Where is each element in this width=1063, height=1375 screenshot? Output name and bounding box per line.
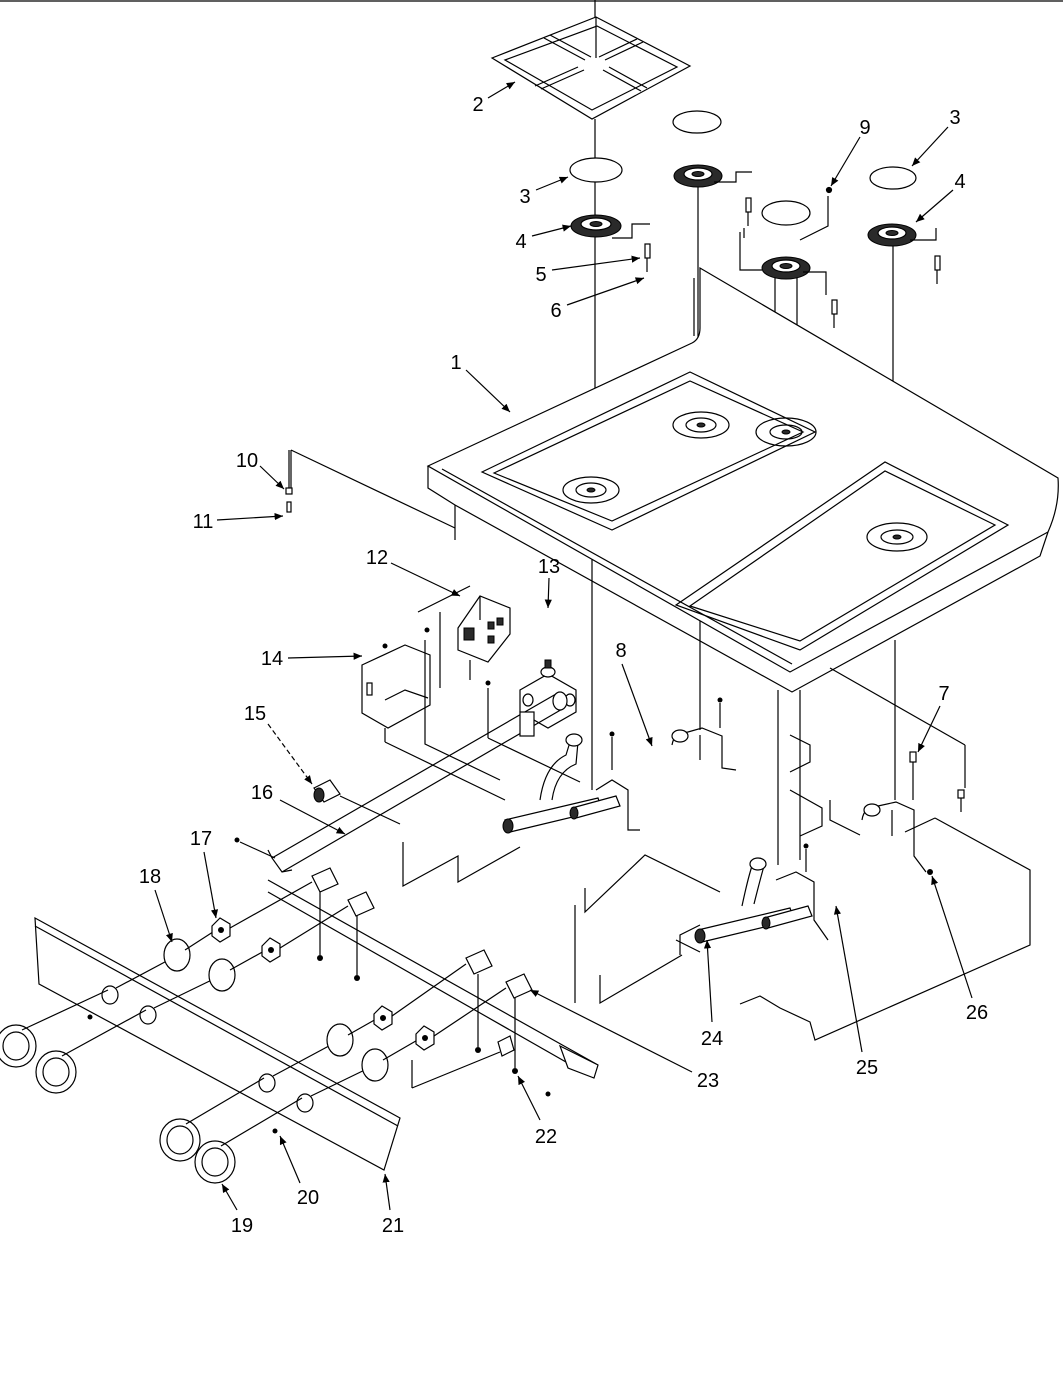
callout-14: 14: [261, 648, 283, 670]
rear-burner-bracket-left: [671, 697, 737, 771]
callout-3-right: 3: [949, 107, 960, 129]
control-panel: [34, 916, 401, 1171]
callout-23: 23: [697, 1070, 719, 1092]
switch-bracket: [361, 627, 506, 801]
callout-8: 8: [615, 640, 626, 662]
callout-10: 10: [236, 450, 258, 472]
igniter-electrodes: [612, 171, 941, 328]
valve-manifold: [267, 867, 599, 1097]
burner-grate: [490, 16, 692, 120]
callout-21: 21: [382, 1215, 404, 1237]
inlet-fitting: [313, 779, 401, 825]
callout-18: 18: [139, 866, 161, 888]
callout-11: 11: [193, 511, 214, 533]
callout-17: 17: [190, 828, 212, 850]
callout-19: 19: [231, 1215, 253, 1237]
leader-lines: [154, 81, 973, 1211]
callout-20: 20: [297, 1187, 319, 1209]
burner-box: [290, 449, 1031, 1041]
gas-manifold: [234, 691, 568, 873]
screws: [285, 450, 293, 513]
callout-15: 15: [244, 703, 266, 725]
callout-3-left: 3: [519, 186, 530, 208]
left-burner-tube: [502, 731, 640, 834]
callout-13: 13: [538, 556, 560, 578]
callout-4-left: 4: [515, 231, 526, 253]
callout-12: 12: [366, 547, 388, 569]
ignition-switch: [417, 585, 511, 688]
knob-discs-and-bezels: [115, 881, 507, 1097]
callout-9: 9: [859, 117, 870, 139]
callout-4-right: 4: [954, 171, 965, 193]
callout-16: 16: [251, 782, 273, 804]
callout-1: 1: [450, 352, 461, 374]
callout-7: 7: [938, 683, 949, 705]
rear-burner-bracket-right: [861, 751, 965, 875]
right-burner-tube: [675, 843, 829, 953]
control-knobs: [0, 989, 303, 1184]
callouts: 2 3 4 5 6 1 9 3 4 10 11 12 13 8 14 7 15 …: [139, 94, 988, 1237]
callout-5: 5: [535, 264, 546, 286]
burner-caps: [569, 110, 917, 226]
callout-22: 22: [535, 1126, 557, 1148]
callout-2: 2: [472, 94, 483, 116]
callout-25: 25: [856, 1057, 878, 1079]
burner-heads: [570, 164, 917, 280]
cooktop: [426, 266, 1059, 693]
callout-6: 6: [550, 300, 561, 322]
callout-24: 24: [701, 1028, 723, 1050]
callout-26: 26: [966, 1002, 988, 1024]
